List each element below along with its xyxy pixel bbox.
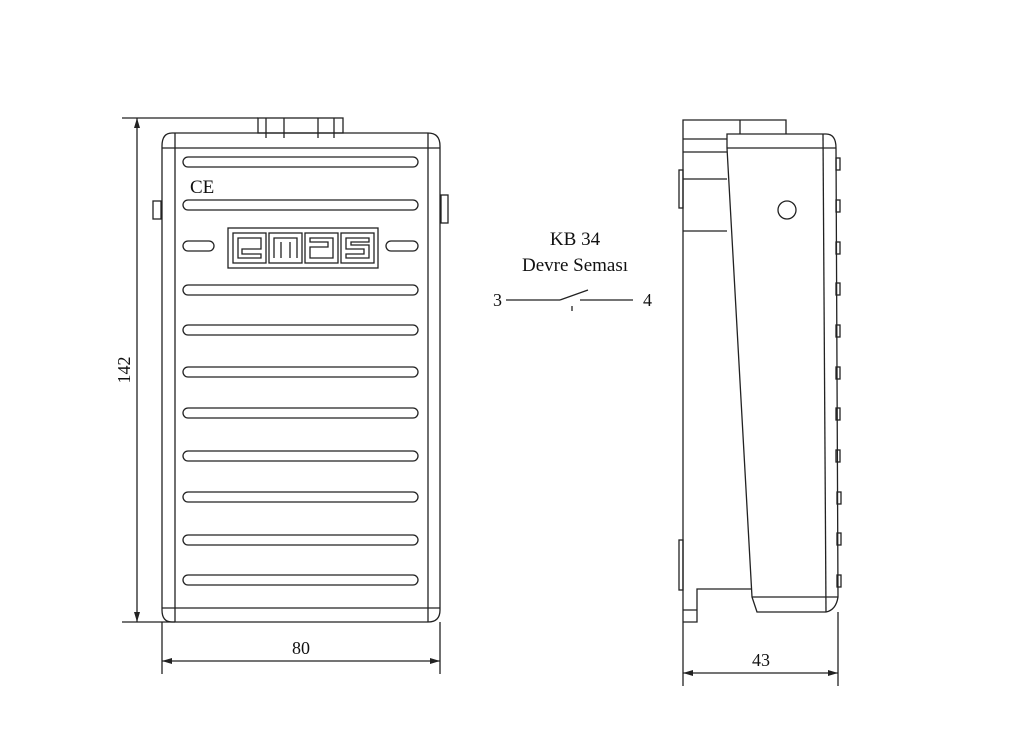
emas-logo xyxy=(227,227,379,269)
circuit-diagram: KB 34 Devre Seması 3 4 xyxy=(493,229,652,311)
depth-dimension: 43 xyxy=(682,612,839,686)
width-label: 80 xyxy=(292,638,310,658)
height-label: 142 xyxy=(114,357,134,384)
terminal-left: 3 xyxy=(493,290,502,310)
terminal-right: 4 xyxy=(643,290,652,310)
left-side-clip xyxy=(152,200,162,220)
back-plate xyxy=(682,119,787,622)
circuit-title: KB 34 xyxy=(550,229,601,250)
side-view: 43 xyxy=(678,119,842,686)
ventilation-slots xyxy=(182,156,419,586)
side-screw-icon xyxy=(777,200,797,220)
depth-label: 43 xyxy=(752,650,770,670)
side-body xyxy=(726,133,839,613)
circuit-subtitle: Devre Seması xyxy=(522,255,628,276)
height-dimension: 142 xyxy=(114,117,258,623)
switch-symbol xyxy=(506,289,633,311)
side-ribs xyxy=(835,157,842,588)
top-connector xyxy=(257,117,344,138)
ce-mark: CE xyxy=(190,177,214,198)
width-dimension: 80 xyxy=(161,622,441,674)
front-view: CE 142 80 xyxy=(114,117,449,674)
right-side-clip xyxy=(440,194,449,224)
